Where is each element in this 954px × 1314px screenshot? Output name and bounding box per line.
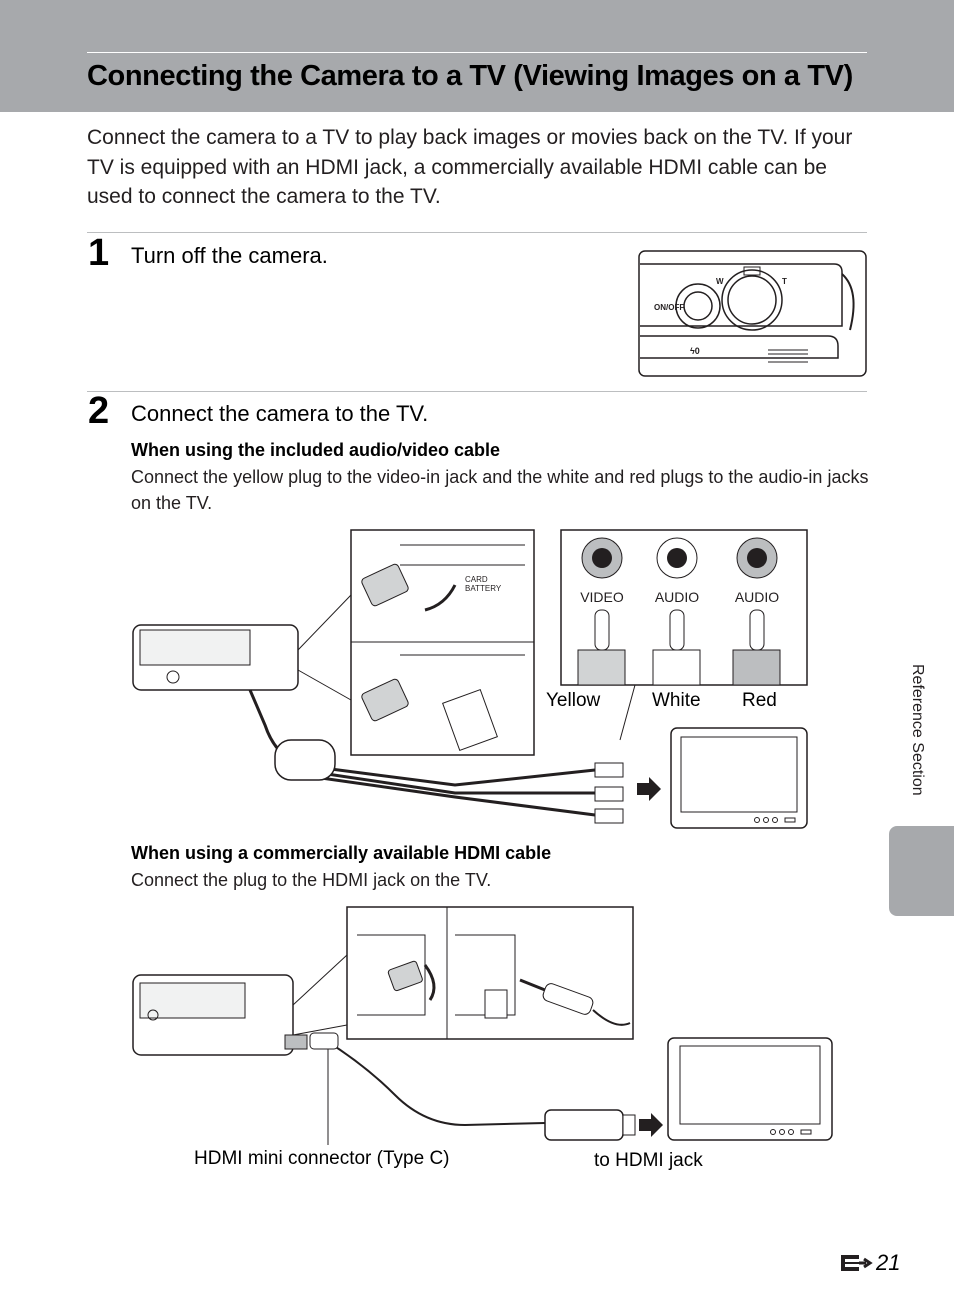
step-1-text: Turn off the camera.	[131, 243, 328, 268]
hdmi-connector-label: HDMI mini connector (Type C)	[194, 1148, 450, 1169]
av-cable-instructions: Connect the yellow plug to the video-in …	[131, 467, 869, 513]
svg-text:CARD: CARD	[465, 575, 488, 584]
page-number-value: 21	[876, 1250, 901, 1275]
header-rule	[87, 52, 867, 53]
av-cable-heading: When using the included audio/video cabl…	[131, 440, 501, 460]
divider-step-2	[87, 391, 867, 392]
plug-label-white: White	[652, 690, 701, 711]
reference-section-tab	[889, 826, 954, 916]
power-button-label: ON/OFF	[654, 303, 684, 312]
divider-step-1	[87, 232, 867, 233]
hdmi-cable-instructions: Connect the plug to the HDMI jack on the…	[131, 870, 492, 890]
step-2-number: 2	[88, 390, 110, 432]
zoom-t-label: T	[782, 277, 787, 286]
intro-paragraph: Connect the camera to a TV to play back …	[87, 126, 853, 208]
av-cable-diagram: CARD BATTERY VIDEO AUDIO AUDIO	[132, 529, 808, 829]
page-title: Connecting the Camera to a TV (Viewing I…	[87, 60, 853, 92]
video-jack-label: VIDEO	[580, 589, 624, 605]
header-band	[0, 0, 954, 112]
step-2-text: Connect the camera to the TV.	[131, 401, 429, 426]
reference-e-icon	[841, 1255, 873, 1271]
plug-label-red: Red	[742, 690, 777, 711]
zoom-w-label: W	[716, 277, 724, 286]
step-1-number: 1	[88, 232, 110, 274]
svg-text:BATTERY: BATTERY	[465, 584, 502, 593]
audio-jack-label-2: AUDIO	[735, 589, 779, 605]
hdmi-cable-diagram	[132, 906, 833, 1145]
svg-text:ϟ0: ϟ0	[690, 346, 700, 356]
audio-jack-label-1: AUDIO	[655, 589, 699, 605]
hdmi-cable-heading: When using a commercially available HDMI…	[131, 843, 552, 863]
plug-label-yellow: Yellow	[546, 690, 601, 711]
reference-section-label: Reference Section	[909, 664, 926, 796]
camera-top-illustration: ON/OFF W T ϟ0	[638, 250, 867, 377]
page-number: 21	[840, 1250, 900, 1276]
hdmi-jack-label: to HDMI jack	[594, 1150, 703, 1171]
